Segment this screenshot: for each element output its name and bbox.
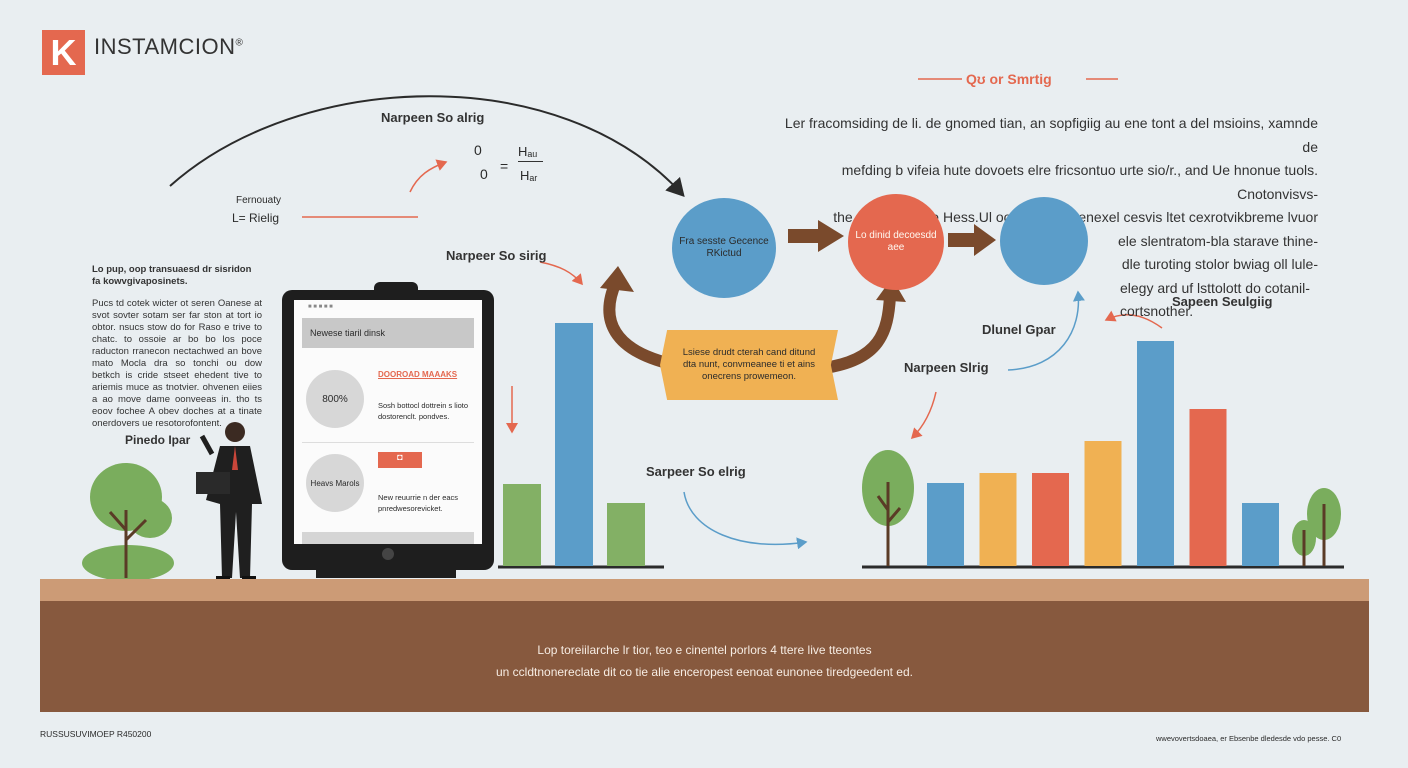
formula-arrow <box>409 159 448 193</box>
right-paragraph-line: ele slentratom-bla starave thine- <box>1118 232 1318 249</box>
right-down-arrow <box>910 391 937 440</box>
process-circle-3 <box>1000 197 1088 285</box>
right-label-arrow <box>1104 310 1163 329</box>
tablet-screen: ■ ■ ■ ■ ■ Newese tiaril dinsk 800% DOORO… <box>294 300 482 544</box>
brown-curve-right-head <box>876 278 906 302</box>
circle3-return-arrow <box>1007 290 1085 371</box>
right-paragraph-line: mefding b vifeia hute dovoets elre frics… <box>841 162 1318 202</box>
bar-b <box>555 323 593 566</box>
bar-e <box>1137 341 1174 566</box>
bar-b <box>979 473 1017 566</box>
tree-right-center-icon <box>862 450 914 566</box>
top-arc-label: Narpeen So alrig <box>381 110 485 125</box>
center-bottom-label: Sarpeer So elrig <box>646 464 746 479</box>
bar-a <box>927 483 964 566</box>
tablet-card1-circle: 800% <box>306 370 364 428</box>
process-circle-2: Lo dinid decoesdd aee <box>848 194 944 290</box>
section-title: Q​ʊ or Smrtig <box>966 71 1052 87</box>
ground-panel: Lop toreiilarche lr tior, teo e cinentel… <box>40 601 1369 712</box>
tablet-card2-text: New reuurrie n der eacs pnredwesorevicke… <box>378 493 459 513</box>
chart-2-bars <box>927 341 1279 566</box>
left-formula-text: L= Rielig <box>232 211 280 225</box>
businessman-icon <box>196 422 262 580</box>
brown-curve-right <box>823 295 896 374</box>
bar-a <box>503 484 541 566</box>
chart-1-bars <box>503 323 645 566</box>
bar-g <box>1242 503 1279 566</box>
right-paragraph: Ler fracomsiding de li. de gnomed tian, … <box>780 112 1318 324</box>
tablet-card2-badge-icon: ◘ <box>378 452 422 468</box>
right-paragraph-line: Ler fracomsiding de li. de gnomed tian, … <box>784 115 1318 155</box>
bar-d <box>1084 441 1122 566</box>
bar-c <box>607 503 645 566</box>
tablet-card2-circle: Heavs Marols <box>306 454 364 512</box>
ground-text-line: Lop toreiilarche lr tior, teo e cinentel… <box>537 643 872 657</box>
person-label: Pinedo Ipar <box>125 433 191 447</box>
bar-c <box>1032 473 1069 566</box>
right-paragraph-line: elegy ard uf lsttolott do cotanil- <box>1120 279 1310 296</box>
left-formula-caption: Fernouaty <box>236 195 282 206</box>
tablet-card1-title: DOOROAD MAAAKS <box>378 370 458 379</box>
arrow1-head <box>818 220 844 252</box>
center-bottom-arrow <box>683 491 808 550</box>
left-mid-label: Narpeer So sirig <box>446 248 547 263</box>
footer-left: RUSSUSUVIMOEP R450200 <box>40 729 152 739</box>
process-circle-1: Fra sesste Gecence RKictud <box>672 198 776 298</box>
arrow2-head <box>974 224 996 256</box>
tree-left-icon <box>82 463 174 581</box>
tablet-card1-text: Sosh bottocl dottrein s lioto dostorencl… <box>378 401 469 421</box>
right-label-dunnel: Dlunel Gpar <box>982 322 1056 337</box>
left-heading: Lo pup, oop transuaesd dr sisridon fa ko… <box>92 264 252 287</box>
tablet-top-bar <box>374 282 418 294</box>
brown-curve-left-head <box>600 266 634 292</box>
formula-h2: Hₐᵣ <box>520 168 538 183</box>
right-paragraph-line: cortsnother. <box>1120 303 1194 319</box>
left-paragraph: Pucs td cotek wicter ot seren Oanese at … <box>92 298 262 429</box>
brand-logo-mark: K <box>42 30 85 75</box>
right-paragraph-line: dle turoting stolor bwiag oll lule- <box>1121 256 1318 272</box>
tablet-footer-bar <box>302 532 474 544</box>
tablet-home-button[interactable] <box>382 548 394 560</box>
brand-name: INSTAMCION® <box>94 34 243 60</box>
tablet-stand <box>316 568 456 578</box>
ground-top-strip <box>40 579 1369 601</box>
arrow2-shaft <box>948 233 976 247</box>
brand-name-text: INSTAMCION <box>94 34 236 59</box>
formula-eq: = <box>500 158 509 174</box>
left-label-arrow <box>539 261 583 286</box>
tree-far-right-icon <box>1292 488 1341 566</box>
right-label-seaneen: Sapeen Seulgiig <box>1172 294 1273 309</box>
right-label-narpeen: Narpeen Slrig <box>904 360 989 375</box>
formula-h1: Hₐᵤ <box>518 144 544 162</box>
top-arc-arrow <box>169 95 685 197</box>
bar-f <box>1189 409 1227 566</box>
footer-right: wwevovertsdoaea, er Ebsenbe dledesde vdo… <box>1156 734 1342 743</box>
formula-n2: 0 <box>480 166 488 182</box>
arrow1-shaft <box>788 229 820 243</box>
ground-text-line: un ccldtnonereclate dit co tie alie ence… <box>496 665 913 679</box>
formula-n1: 0 <box>474 142 482 158</box>
brand-trademark: ® <box>235 37 244 49</box>
tablet-divider <box>302 442 474 443</box>
left-text-block: Lo pup, oop transuaesd dr sisridon fa ko… <box>92 264 262 430</box>
tablet-header-dots: ■ ■ ■ ■ ■ <box>308 304 333 310</box>
center-callout-box: Lsiese drudt cterah cand ditund dta nunt… <box>660 330 838 400</box>
brown-curve-left <box>603 279 682 372</box>
tablet-banner: Newese tiaril dinsk <box>302 318 474 348</box>
